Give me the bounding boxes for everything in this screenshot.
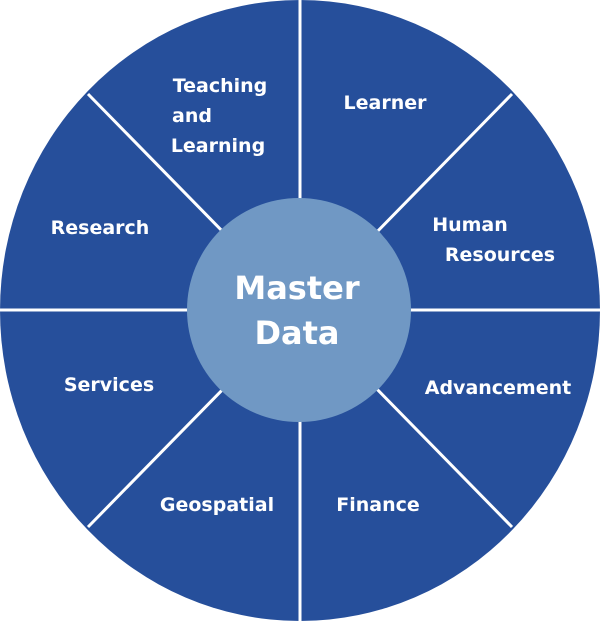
segment-geospatial: Geospatial — [160, 494, 274, 516]
segment-label: Human — [432, 214, 508, 236]
segment-label: and — [172, 105, 212, 127]
segment-learner: Learner — [344, 92, 428, 114]
segment-teaching-and-learning: Teaching and Learning — [171, 75, 267, 157]
segment-research: Research — [51, 217, 150, 239]
segment-services: Services — [64, 374, 154, 396]
center-label-line2: Data — [254, 314, 339, 352]
segment-label: Learning — [171, 135, 265, 157]
segment-finance: Finance — [336, 494, 420, 516]
segment-advancement: Advancement — [425, 377, 571, 399]
center-label-line1: Master — [234, 269, 359, 307]
segment-label: Teaching — [173, 75, 268, 97]
segment-label: Resources — [445, 244, 555, 266]
segment-human-resources: Human Resources — [432, 214, 555, 266]
center-circle — [187, 198, 411, 422]
